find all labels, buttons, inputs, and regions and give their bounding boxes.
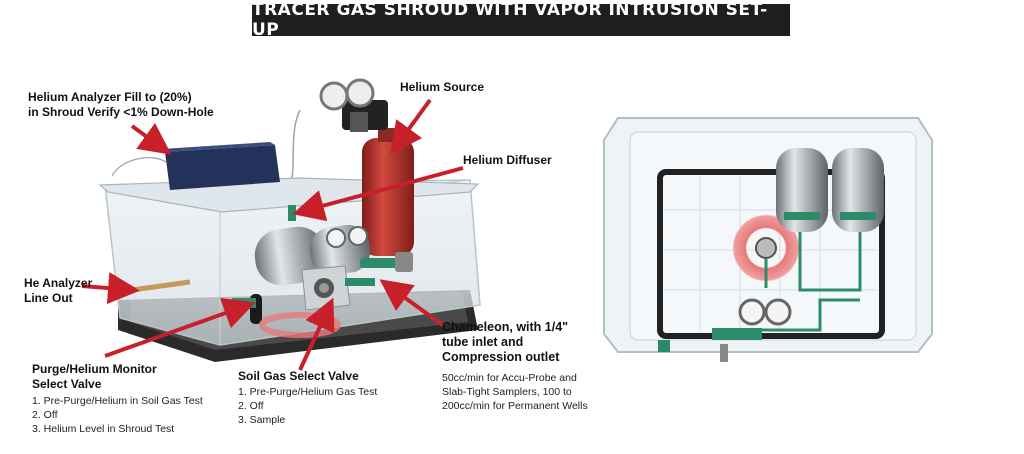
note-line: 50cc/min for Accu-Probe and	[442, 372, 577, 384]
note-line: Slab-Tight Samplers, 100 to	[442, 386, 572, 398]
label-helium-source: Helium Source	[400, 80, 485, 94]
helium-analyzer-box	[162, 142, 280, 190]
label-line: Chameleon, with 1/4"	[442, 320, 569, 334]
label-line: Line Out	[24, 291, 73, 305]
option-item: 2. Off	[238, 400, 264, 412]
label-soil-gas-select-valve: Soil Gas Select Valve	[238, 369, 359, 383]
label-line: He Analyzer	[24, 276, 93, 290]
callout-arrows	[81, 98, 464, 371]
shroud-top-view	[603, 117, 933, 362]
label-line: Purge/Helium Monitor	[32, 362, 157, 376]
summa-canisters	[254, 224, 371, 286]
chameleon-notes: 50cc/min for Accu-Probe and Slab-Tight S…	[442, 371, 588, 413]
purge-helium-options: 1. Pre-Purge/Helium in Soil Gas Test 2. …	[32, 394, 203, 436]
label-chameleon: Chameleon, with 1/4" tube inlet and Comp…	[442, 320, 568, 365]
soil-gas-valve-assembly	[301, 265, 351, 311]
label-purge-helium-monitor: Purge/Helium Monitor Select Valve	[32, 362, 157, 392]
label-line: tube inlet and	[442, 335, 524, 349]
label-line: Helium Analyzer Fill to (20%)	[28, 90, 192, 104]
option-item: 3. Helium Level in Shroud Test	[32, 423, 175, 435]
label-line: Select Valve	[32, 377, 102, 391]
option-item: 3. Sample	[238, 414, 286, 426]
label-helium-analyzer-fill: Helium Analyzer Fill to (20%) in Shroud …	[28, 90, 214, 120]
soil-gas-options: 1. Pre-Purge/Helium Gas Test 2. Off 3. S…	[238, 385, 377, 427]
label-helium-diffuser: Helium Diffuser	[463, 153, 552, 167]
helium-diffuser	[288, 205, 296, 221]
option-item: 2. Off	[32, 409, 58, 421]
label-he-analyzer-line-out: He Analyzer Line Out	[24, 276, 92, 306]
shroud-side-view	[98, 78, 481, 362]
note-line: 200cc/min for Permanent Wells	[442, 400, 588, 412]
chameleon-fitting	[345, 252, 413, 286]
option-item: 1. Pre-Purge/Helium Gas Test	[238, 386, 378, 398]
option-item: 1. Pre-Purge/Helium in Soil Gas Test	[32, 395, 203, 407]
label-line: in Shroud Verify <1% Down-Hole	[28, 105, 214, 119]
label-line: Compression outlet	[442, 350, 560, 364]
title-banner: TRACER GAS SHROUD WITH VAPOR INTRUSION S…	[252, 0, 790, 40]
page-title: TRACER GAS SHROUD WITH VAPOR INTRUSION S…	[252, 0, 768, 40]
